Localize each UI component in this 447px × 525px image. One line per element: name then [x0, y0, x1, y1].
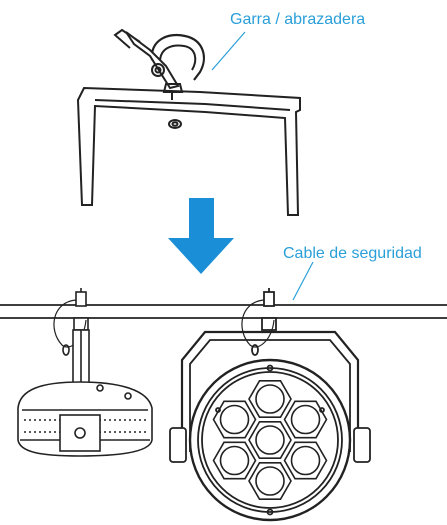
led-lens: [219, 404, 250, 435]
led-lens: [255, 384, 285, 414]
led-lens: [255, 425, 285, 455]
led-lens: [290, 445, 321, 476]
led-cell: [283, 441, 328, 480]
led-cell: [212, 400, 257, 439]
led-lens: [290, 404, 321, 435]
led-cell: [248, 420, 292, 460]
fixture-front-view: [169, 288, 371, 522]
led-lens: [255, 466, 285, 496]
fixture-side-view: [17, 288, 153, 457]
led-cell: [248, 461, 292, 501]
led-cell: [283, 400, 328, 439]
clamp-leader-line: [211, 31, 246, 71]
led-cell: [212, 441, 257, 480]
truss-pipe: [0, 304, 447, 319]
led-cell: [248, 379, 292, 419]
led-lens: [219, 445, 250, 476]
clamp-and-yoke-illustration: [76, 28, 301, 216]
arrow-down-icon: [168, 198, 234, 274]
safety-cable-label: Cable de seguridad: [283, 245, 422, 262]
clamp-label: Garra / abrazadera: [230, 11, 366, 28]
safety-cable-leader-line: [292, 261, 314, 301]
